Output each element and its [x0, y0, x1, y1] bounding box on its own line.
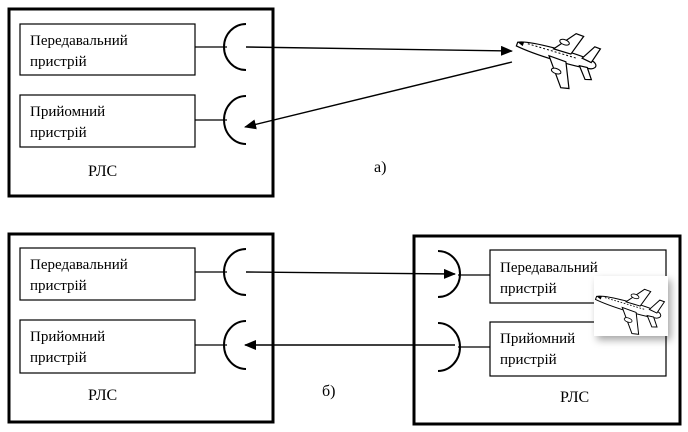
transmitter-label-line1: Передавальний: [500, 260, 598, 276]
diagram-b: Передавальний пристрій Прийомний пристрі…: [7, 232, 682, 426]
transmitter-label-line2: пристрій: [30, 54, 87, 70]
station-label-b-right: РЛС: [560, 389, 589, 406]
receiver-label-line1: Прийомний: [30, 329, 105, 345]
station-b-left-frame: [7, 232, 275, 424]
antenna-dish-icon: [223, 248, 247, 296]
receiver-label-line1: Прийомний: [30, 104, 105, 120]
transmitter-label-line1: Передавальний: [30, 33, 128, 49]
transmit-signal-arrow: [245, 268, 456, 279]
antenna-dish-icon: [223, 95, 247, 145]
transmitter-label-line2: пристрій: [500, 281, 557, 297]
antenna-dish-icon: [437, 250, 461, 298]
transmitter-label-line1: Передавальний: [30, 257, 128, 273]
station-b-right-frame: [412, 234, 682, 426]
receiver-label-line2: пристрій: [30, 125, 87, 141]
antenna-dish-icon: [437, 322, 461, 372]
transmit-signal-arrow: [245, 45, 513, 56]
station-label-a: РЛС: [88, 163, 117, 180]
transmitter-label-line2: пристрій: [30, 278, 87, 294]
echo-signal-arrow: [244, 61, 513, 130]
receiver-box-b-left: [19, 319, 196, 374]
receiver-box-b-right: [489, 321, 667, 377]
station-a-frame: [7, 7, 275, 198]
receiver-label-line2: пристрій: [500, 352, 557, 368]
station-label-b-left: РЛС: [88, 387, 117, 404]
transmitter-box-b-left: [19, 247, 196, 301]
receiver-box-a: [19, 94, 196, 148]
caption-b: б): [322, 383, 335, 400]
caption-a: а): [374, 159, 386, 176]
transmitter-box-a: [19, 23, 196, 76]
antenna-dish-icon: [223, 23, 247, 71]
airplane-icon: [507, 15, 605, 98]
receiver-label-line1: Прийомний: [500, 331, 575, 347]
diagram-a: Передавальний пристрій Прийомний пристрі…: [7, 7, 605, 198]
receiver-label-line2: пристрій: [30, 350, 87, 366]
antenna-dish-icon: [223, 320, 247, 370]
